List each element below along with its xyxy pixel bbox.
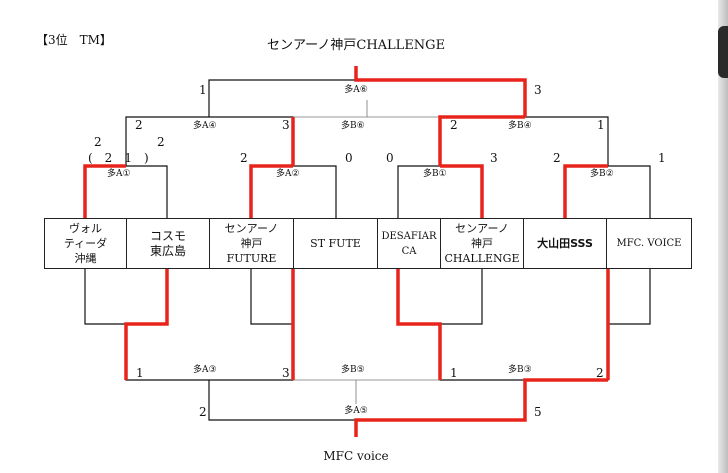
win-path-upper-b4 (438, 115, 525, 166)
team-box-1: ヴォル ティーダ 沖縄 (44, 218, 127, 269)
score-upper-final-left: 1 (199, 83, 207, 97)
court-upper-b1: 多B① (423, 169, 447, 179)
score-upper-a4-right: 3 (282, 118, 290, 132)
win-path-upper-futere (249, 164, 293, 218)
score-upper-b1-right: 3 (490, 151, 498, 165)
score-lower-final-left: 2 (199, 405, 207, 419)
score-lower-b3-left: 1 (450, 366, 458, 380)
court-lower-a3: 多A③ (193, 365, 217, 375)
score-upper-a4-left: 2 (135, 118, 143, 132)
team-name-8: MFC. VOICE (616, 238, 682, 249)
score-upper-a2-left: 2 (240, 151, 248, 165)
score-upper-a1-pk: ( 2 1 ) (88, 151, 149, 165)
score-upper-b4-right: 1 (597, 118, 605, 132)
line-lower-a3-left (84, 269, 126, 325)
screen-edge (718, 0, 728, 473)
team-box-4: ST FUTE (293, 218, 378, 269)
win-path-lower-final (354, 378, 608, 437)
court-lower-final: 多A⑤ (344, 406, 368, 416)
team-box-2: コスモ 東広島 (126, 218, 210, 269)
team-box-8: MFC. VOICE (606, 218, 692, 269)
team-box-7: 大山田SSS (523, 218, 607, 269)
court-lower-b3: 多B③ (508, 365, 532, 375)
court-upper-a1: 多A① (107, 169, 131, 179)
team-box-3: センアーノ 神戸 FUTURE (209, 218, 294, 269)
score-upper-b2-left: 2 (553, 151, 561, 165)
score-lower-final-right: 5 (534, 405, 542, 419)
win-path-upper-oyamada (563, 164, 608, 218)
team-box-5: DESAFIAR CA (377, 218, 441, 269)
score-upper-final-right: 3 (534, 83, 542, 97)
score-lower-a3-right: 3 (282, 366, 290, 380)
court-upper-b2: 多B② (590, 169, 614, 179)
win-path-lower-desafiar (396, 269, 442, 380)
score-upper-a1-left: 2 (94, 135, 102, 149)
line-lower-b3-right (608, 269, 651, 325)
score-upper-b2-right: 1 (658, 151, 666, 165)
score-upper-a1-right: 2 (157, 135, 165, 149)
champion-top-label: センアーノ神戸CHALLENGE (266, 38, 446, 53)
team-name-4: ST FUTE (310, 237, 361, 250)
team-name-2: コスモ 東広島 (149, 228, 186, 258)
team-name-7: 大山田SSS (537, 237, 593, 250)
line-lower-b3-left (440, 269, 483, 325)
win-path-lower-cosmo (124, 269, 169, 380)
court-upper-a2: 多A② (276, 169, 300, 179)
score-lower-a3-left: 1 (136, 366, 144, 380)
team-name-1: ヴォル ティーダ 沖縄 (63, 222, 108, 265)
team-box-6: センアーノ 神戸 CHALLENGE (440, 218, 524, 269)
court-upper-b4: 多B④ (508, 121, 532, 131)
page-title: 【3位 TM】 (36, 33, 112, 47)
court-upper-final: 多A⑥ (344, 85, 368, 95)
line-lower-a3-right (250, 269, 293, 325)
team-name-6: センアーノ 神戸 CHALLENGE (444, 222, 520, 265)
score-upper-a2-right: 0 (345, 151, 353, 165)
team-name-3: センアーノ 神戸 FUTURE (224, 222, 279, 265)
champion-bottom-label: MFC voice (323, 449, 389, 463)
court-lower-b5: 多B⑤ (341, 365, 365, 375)
court-upper-b6: 多B⑥ (341, 121, 365, 131)
win-path-upper-final (354, 66, 527, 117)
score-upper-b1-left: 0 (386, 151, 394, 165)
screen-edge-notch (718, 26, 728, 78)
court-upper-a4: 多A④ (193, 121, 217, 131)
team-name-5: DESAFIAR CA (381, 230, 437, 257)
score-lower-b3-right: 2 (596, 366, 604, 380)
win-path-upper-challenge (440, 164, 484, 218)
win-path-upper-volteeda (83, 164, 126, 218)
score-upper-b4-left: 2 (450, 118, 458, 132)
